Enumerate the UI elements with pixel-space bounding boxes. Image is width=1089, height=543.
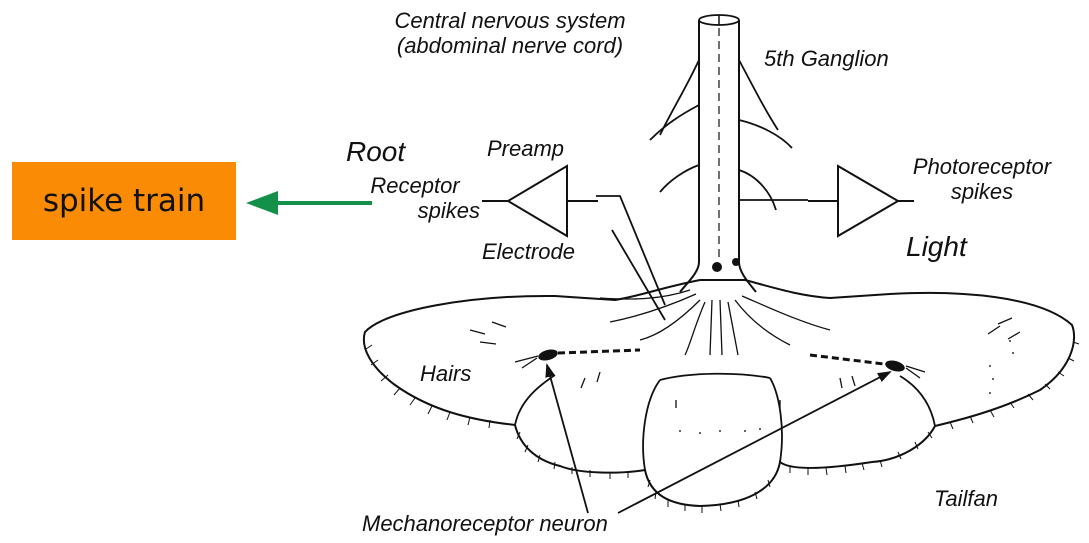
lobe-crease-inner-left bbox=[643, 380, 660, 470]
preamp-left-triangle bbox=[508, 166, 567, 236]
root-label: Root bbox=[346, 137, 405, 167]
receptor-spikes-line2: spikes bbox=[340, 198, 490, 223]
photoreceptor-spikes-line1: Photoreceptor bbox=[882, 154, 1082, 179]
tailfan-label: Tailfan bbox=[934, 486, 998, 511]
receptor-spikes-label: Receptor spikes bbox=[340, 173, 490, 223]
spike-train-arrowhead bbox=[246, 191, 278, 215]
mechanoreceptor-cell-right bbox=[884, 359, 906, 374]
electrode-wire bbox=[596, 196, 665, 320]
axon-left bbox=[558, 350, 640, 353]
photoreceptor-spikes-label: Photoreceptor spikes bbox=[882, 154, 1082, 204]
cns-label: Central nervous system (abdominal nerve … bbox=[340, 8, 680, 58]
receptor-spikes-line1: Receptor bbox=[340, 173, 490, 198]
telson-edge bbox=[660, 374, 770, 380]
hair-dendrite-left bbox=[515, 356, 538, 368]
ganglion-node-right bbox=[732, 258, 740, 266]
mechanoreceptor-cell-left bbox=[537, 348, 559, 363]
hair-dendrite-right bbox=[906, 366, 925, 378]
nerve-cord bbox=[680, 20, 756, 292]
preamp-label: Preamp bbox=[487, 136, 564, 161]
cns-label-line1: Central nervous system bbox=[340, 8, 680, 33]
axon-right bbox=[810, 355, 884, 364]
ganglion-roots bbox=[600, 290, 830, 355]
spike-train-box: spike train bbox=[12, 162, 236, 240]
spike-train-label: spike train bbox=[43, 183, 205, 219]
lobe-crease-inner-right bbox=[770, 378, 782, 462]
nerve-branches bbox=[650, 60, 792, 210]
pointer-arrow-right bbox=[618, 372, 890, 513]
light-label: Light bbox=[906, 232, 967, 262]
lobe-crease-right bbox=[900, 376, 935, 426]
cns-label-line2: (abdominal nerve cord) bbox=[340, 33, 680, 58]
ganglion-node-left bbox=[712, 262, 722, 272]
hairs-label: Hairs bbox=[420, 361, 471, 386]
lobe-crease-left bbox=[515, 375, 555, 425]
mechanoreceptor-label: Mechanoreceptor neuron bbox=[362, 511, 608, 536]
electrode-label: Electrode bbox=[482, 239, 575, 264]
ganglion-label: 5th Ganglion bbox=[764, 46, 889, 71]
photoreceptor-spikes-line2: spikes bbox=[882, 179, 1082, 204]
tailfan-outline bbox=[364, 280, 1074, 506]
